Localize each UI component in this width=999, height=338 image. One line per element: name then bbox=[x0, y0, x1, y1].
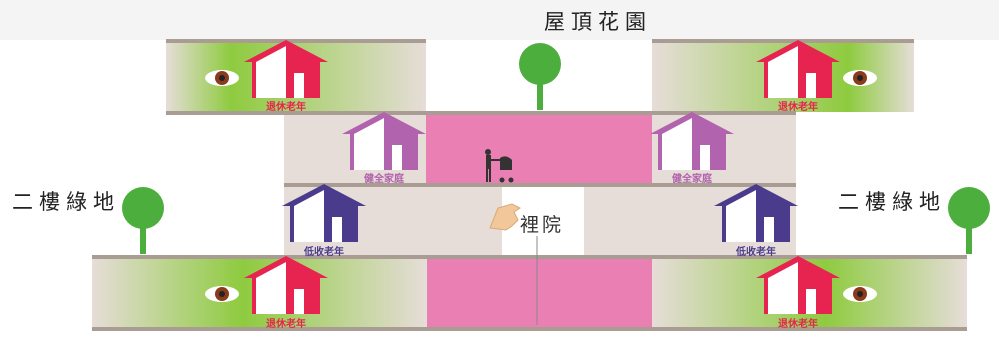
house-tag-retired: 退休老年 bbox=[778, 319, 818, 330]
tree-icon bbox=[948, 187, 990, 254]
person-with-stroller-icon bbox=[485, 149, 514, 183]
eye-icon bbox=[843, 286, 877, 302]
house-icon bbox=[714, 184, 798, 242]
second-floor-green-right-label: 二樓綠地 bbox=[838, 190, 946, 214]
house-tag-healthy-family: 健全家庭 bbox=[672, 174, 712, 185]
house-icon bbox=[342, 112, 426, 170]
house-icon bbox=[756, 40, 840, 98]
house-icon bbox=[244, 256, 328, 314]
eye-icon bbox=[205, 70, 239, 86]
house-tag-retired: 退休老年 bbox=[778, 102, 818, 113]
house-icon bbox=[756, 256, 840, 314]
house-icon bbox=[650, 112, 734, 170]
house-tag-retired: 退休老年 bbox=[266, 319, 306, 330]
pink-void-lower bbox=[427, 258, 652, 328]
sky-band bbox=[0, 0, 999, 40]
eye-icon bbox=[843, 70, 877, 86]
house-icon bbox=[244, 40, 328, 98]
second-floor-green-left-label: 二樓綠地 bbox=[12, 190, 120, 214]
house-tag-low-income: 低收老年 bbox=[736, 247, 776, 258]
hand-icon bbox=[489, 203, 521, 231]
house-tag-retired: 退休老年 bbox=[266, 102, 306, 113]
floor-slabs bbox=[92, 39, 967, 331]
house-icons bbox=[244, 40, 840, 314]
tree-icon bbox=[519, 43, 561, 110]
pink-void-upper bbox=[426, 114, 652, 184]
courtyard-label: 裡院 bbox=[520, 214, 565, 236]
house-icon bbox=[282, 184, 366, 242]
tree-icon bbox=[122, 187, 164, 254]
house-tag-low-income: 低收老年 bbox=[304, 247, 344, 258]
roof-garden-label: 屋頂花園 bbox=[544, 10, 652, 34]
house-tag-healthy-family: 健全家庭 bbox=[364, 174, 404, 185]
eye-icon bbox=[205, 286, 239, 302]
